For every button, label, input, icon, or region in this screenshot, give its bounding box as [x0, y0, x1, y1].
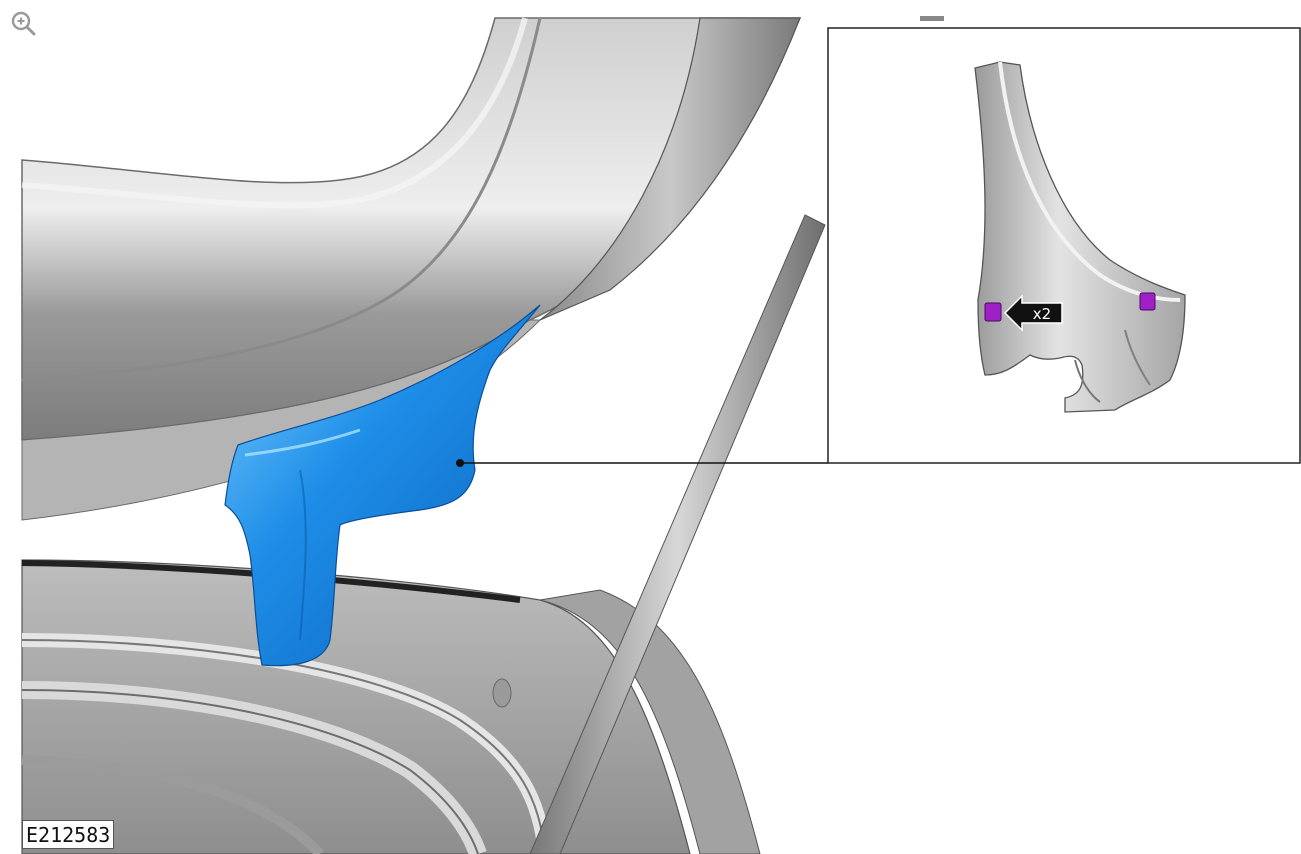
quantity-label: x2 [1033, 305, 1051, 323]
callout-leader-line [456, 459, 828, 467]
fastener-clip-right [1139, 292, 1156, 311]
quantity-arrow-icon: x2 [1003, 294, 1063, 332]
detail-callout-box: x2 [827, 27, 1301, 464]
magnify-plus-icon-graphic [11, 11, 36, 36]
trim-panel-detail [974, 61, 1186, 413]
figure-id-label: E212583 [22, 820, 115, 849]
fastener-clip-left [984, 302, 1002, 322]
magnify-plus-icon[interactable] [8, 8, 38, 38]
tailgate-gas-strut [529, 214, 826, 854]
highlighted-trim-panel [224, 304, 541, 667]
edge-marker [920, 16, 944, 21]
d-pillar-edge [539, 17, 801, 321]
tailgate-opening-frame [21, 559, 761, 854]
